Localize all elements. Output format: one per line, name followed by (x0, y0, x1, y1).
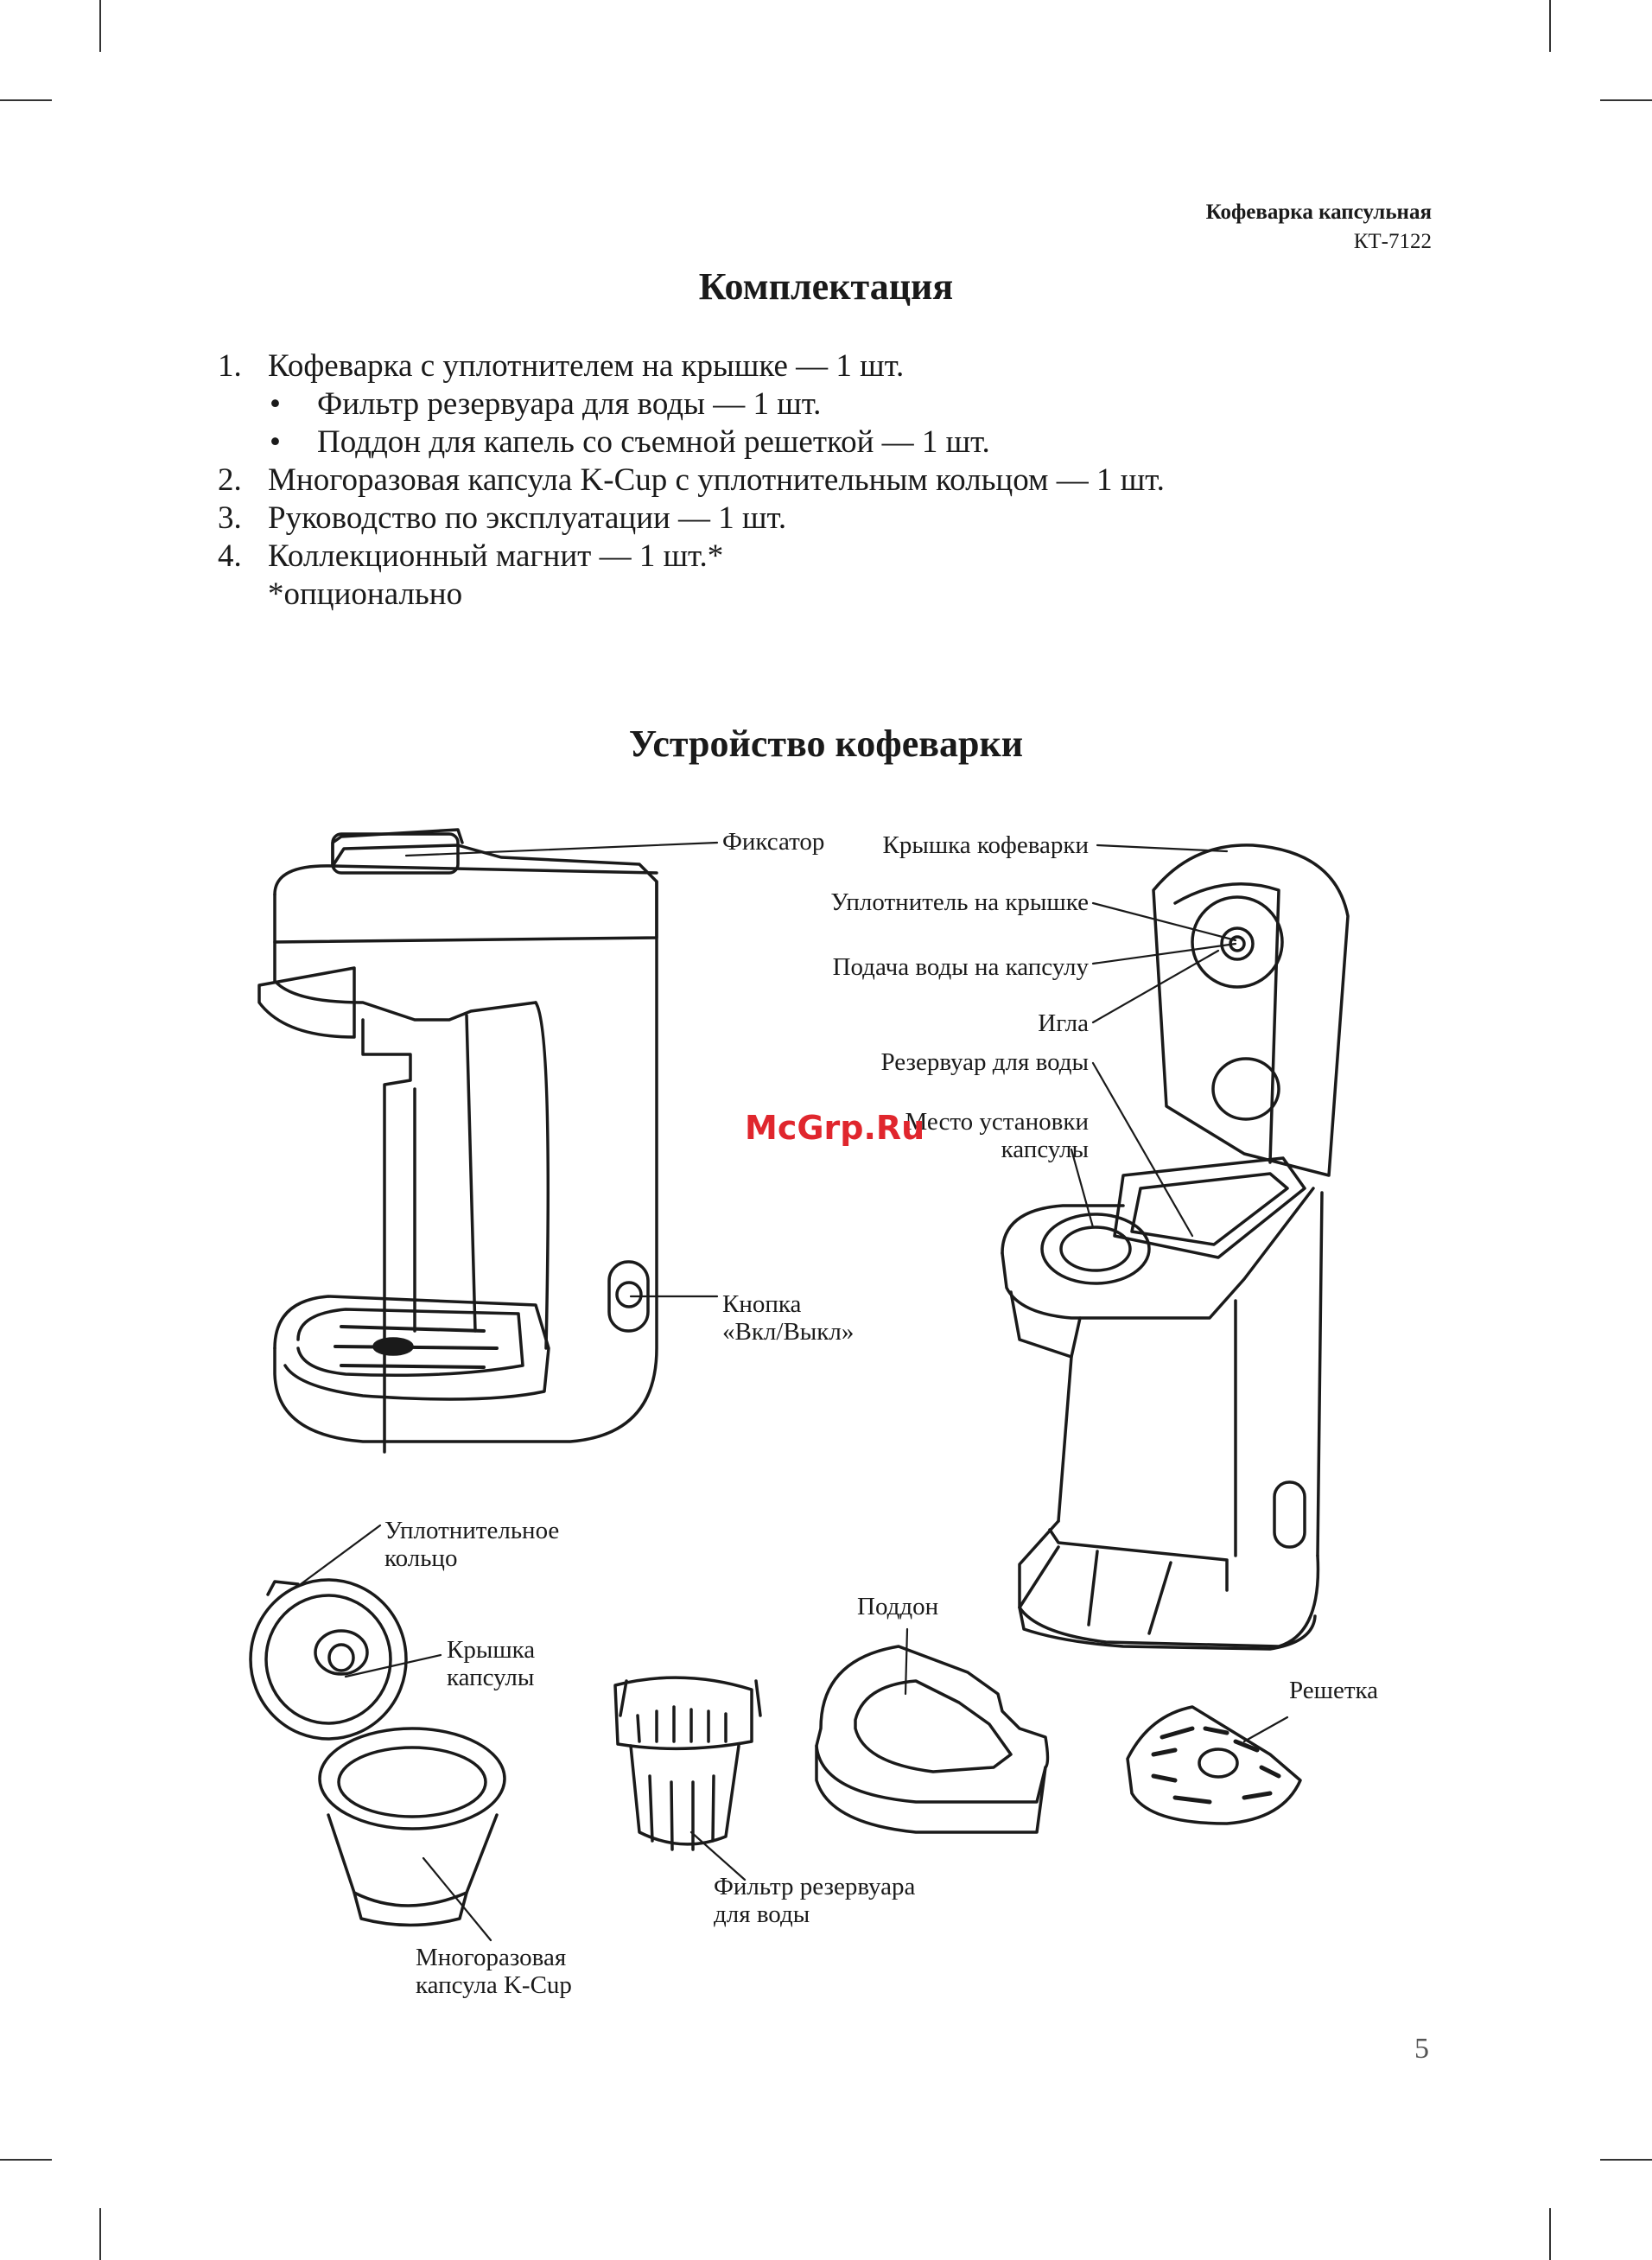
crop-mark (99, 2208, 101, 2260)
label-button-line2: «Вкл/Выкл» (722, 1318, 855, 1346)
header-brand: Кофеварка капсульная (1205, 201, 1432, 224)
closed-coffee-maker-illustration (257, 828, 658, 1454)
contents-title: Комплектация (698, 265, 954, 308)
label-seal-ring-line2: кольцо (384, 1544, 458, 1572)
label-filter-line1: Фильтр резервуара (714, 1873, 916, 1900)
crop-mark (1600, 2159, 1652, 2161)
label-tray: Поддон (857, 1593, 939, 1620)
label-lid: Крышка кофеварки (882, 831, 1090, 859)
label-needle: Игла (1038, 1009, 1089, 1037)
open-coffee-maker-illustration (1001, 844, 1350, 1651)
label-grate: Решетка (1289, 1677, 1379, 1704)
crop-mark (0, 99, 52, 101)
label-capsule-place-line1: Место установки (905, 1108, 1089, 1136)
crop-mark (1600, 99, 1652, 101)
leader-lines (299, 841, 1289, 1942)
label-kcup-line1: Многоразовая (416, 1944, 567, 1971)
watermark: McGrp.Ru (745, 1109, 925, 1147)
label-capsule-lid-line2: капсулы (447, 1664, 535, 1691)
label-capsule-place-line2: капсулы (1001, 1136, 1089, 1163)
page-number: 5 (1414, 2033, 1429, 2065)
crop-mark (0, 2159, 52, 2161)
label-reservoir: Резервуар для воды (880, 1048, 1089, 1076)
reservoir-filter-illustration (613, 1676, 762, 1851)
crop-mark (1549, 0, 1551, 52)
label-button-line1: Кнопка (722, 1290, 802, 1318)
crop-mark (99, 0, 101, 52)
k-cup-capsule-illustration (249, 1578, 506, 1927)
drip-tray-illustration (815, 1645, 1050, 1834)
header-model: КТ-7122 (1353, 230, 1432, 253)
label-lid-seal: Уплотнитель на крышке (830, 888, 1089, 916)
label-capsule-lid-line1: Крышка (447, 1636, 536, 1664)
crop-mark (1549, 2208, 1551, 2260)
device-title: Устройство кофеварки (628, 723, 1024, 765)
label-filter-line2: для воды (714, 1900, 810, 1928)
label-water-supply: Подача воды на капсулу (832, 953, 1089, 981)
label-kcup-line2: капсула K-Cup (416, 1971, 572, 1999)
label-latch: Фиксатор (722, 828, 825, 856)
drip-grate-illustration (1126, 1705, 1302, 1825)
label-seal-ring-line1: Уплотнительное (384, 1517, 560, 1544)
